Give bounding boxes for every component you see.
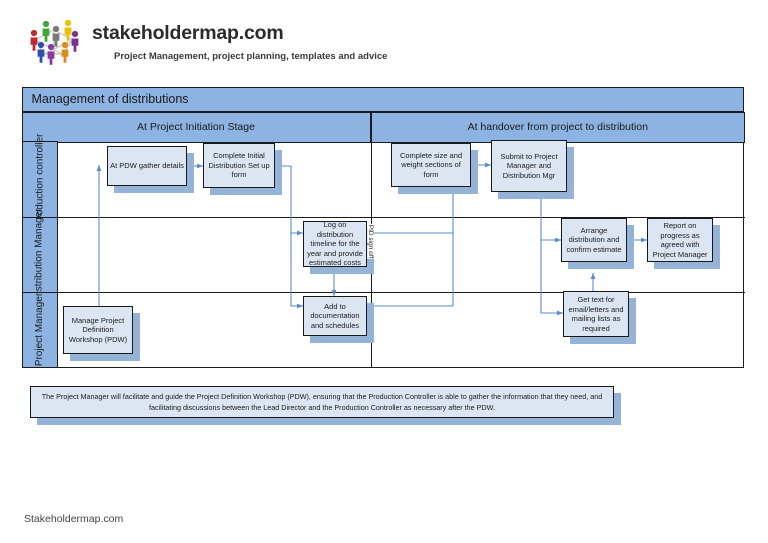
lane-label-text: Distribution Manager — [34, 208, 46, 301]
node-label: At PDW gather details — [107, 146, 187, 186]
node-report-on-progress[interactable]: Report on progress as agreed with Projec… — [647, 218, 720, 269]
pid-sign-off-label: PID sign off — [364, 211, 378, 271]
brand-title: stakeholdermap.com — [92, 22, 284, 44]
footnote-callout: The Project Manager will facilitate and … — [30, 386, 621, 425]
footnote-text: The Project Manager will facilitate and … — [30, 386, 614, 418]
node-add-to-documentation[interactable]: Add to documentation and schedules — [303, 296, 374, 343]
node-label: Log on distribution timeline for the yea… — [303, 220, 367, 267]
node-manage-pdw[interactable]: Manage Project Definition Workshop (PDW) — [63, 306, 140, 361]
swimlane-diagram: Management of distributions At Project I… — [21, 86, 745, 368]
node-complete-size-and-weight[interactable]: Complete size and weight sections of for… — [391, 143, 478, 194]
brand-tagline: Project Management, project planning, te… — [114, 51, 388, 62]
node-label: Manage Project Definition Workshop (PDW) — [63, 306, 133, 354]
node-label: Complete size and weight sections of for… — [391, 143, 471, 187]
stage-header-handover: At handover from project to distribution — [370, 111, 745, 143]
brand-header: stakeholdermap.com Project Management, p… — [24, 12, 444, 70]
node-label: Report on progress as agreed with Projec… — [647, 218, 713, 262]
node-arrange-distribution[interactable]: Arrange distribution and confirm estimat… — [561, 218, 634, 269]
lane-separator — [57, 216, 745, 218]
footer-caption: Stakeholdermap.com — [24, 513, 124, 525]
lane-label-production-controller: Production controller — [21, 133, 58, 225]
lane-label-project-manager: Project Manager — [21, 291, 58, 368]
lane-separator — [57, 291, 745, 293]
node-get-text-for-email[interactable]: Get text for email/letters and mailing l… — [563, 291, 636, 344]
node-label: Arrange distribution and confirm estimat… — [561, 218, 627, 262]
node-label: Get text for email/letters and mailing l… — [563, 291, 629, 337]
lane-label-text: Project Manager — [34, 292, 45, 367]
stage-header-initiation: At Project Initiation Stage — [21, 111, 371, 143]
people-network-logo-icon — [24, 14, 84, 66]
node-label: Complete Initial Distribution Set up for… — [203, 143, 275, 188]
lane-label-distribution-manager: Distribution Manager — [21, 208, 58, 301]
node-at-pdw-gather-details[interactable]: At PDW gather details — [107, 146, 194, 193]
node-label: Add to documentation and schedules — [303, 296, 367, 336]
node-log-on-distribution-timeline[interactable]: Log on distribution timeline for the yea… — [303, 220, 374, 274]
node-label: Submit to Project Manager and Distributi… — [491, 140, 567, 192]
pid-sign-off-text: PID sign off — [367, 223, 375, 259]
diagram-title: Management of distributions — [21, 86, 744, 112]
node-submit-to-pm-and-dist-mgr[interactable]: Submit to Project Manager and Distributi… — [491, 140, 574, 199]
node-complete-initial-distribution[interactable]: Complete Initial Distribution Set up for… — [203, 143, 282, 195]
